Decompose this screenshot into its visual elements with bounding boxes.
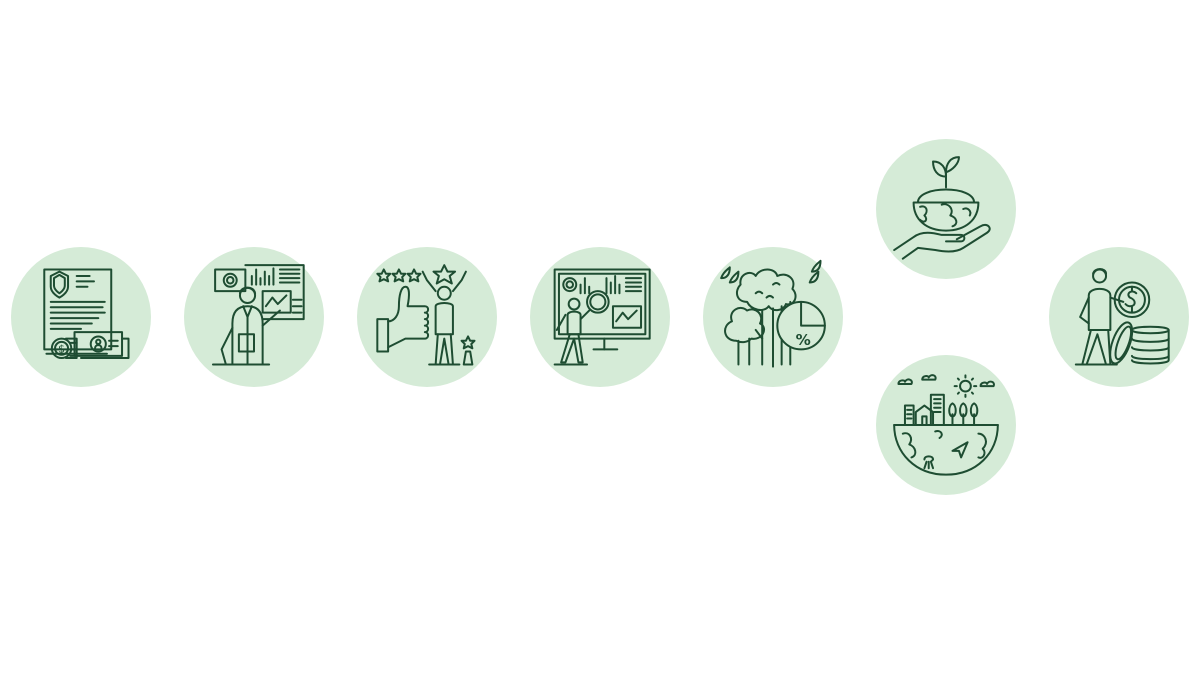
- hand-holding-earth-badge: [876, 139, 1016, 279]
- forest-percentage-badge: %: [703, 247, 843, 387]
- sustainable-earth-badge: [876, 355, 1016, 495]
- data-analytics-badge: [530, 247, 670, 387]
- data-analytics-dashboard-icon: [546, 263, 654, 371]
- insurance-policy-badge: $: [11, 247, 151, 387]
- financial-analyst-badge: [184, 247, 324, 387]
- person-with-coins-icon: [1065, 263, 1173, 371]
- customer-rating-badge: [357, 247, 497, 387]
- insurance-policy-icon: $: [27, 263, 135, 371]
- dollar-sign: $: [58, 343, 65, 356]
- customer-rating-thumbs-up-icon: [373, 263, 481, 371]
- forest-percentage-icon: %: [719, 263, 827, 371]
- hand-holding-earth-sprout-icon: [892, 155, 1000, 263]
- sustainable-earth-city-icon: [892, 371, 1000, 479]
- financial-analyst-presentation-icon: [200, 263, 308, 371]
- percent-sign: %: [796, 331, 811, 349]
- person-with-coins-badge: [1049, 247, 1189, 387]
